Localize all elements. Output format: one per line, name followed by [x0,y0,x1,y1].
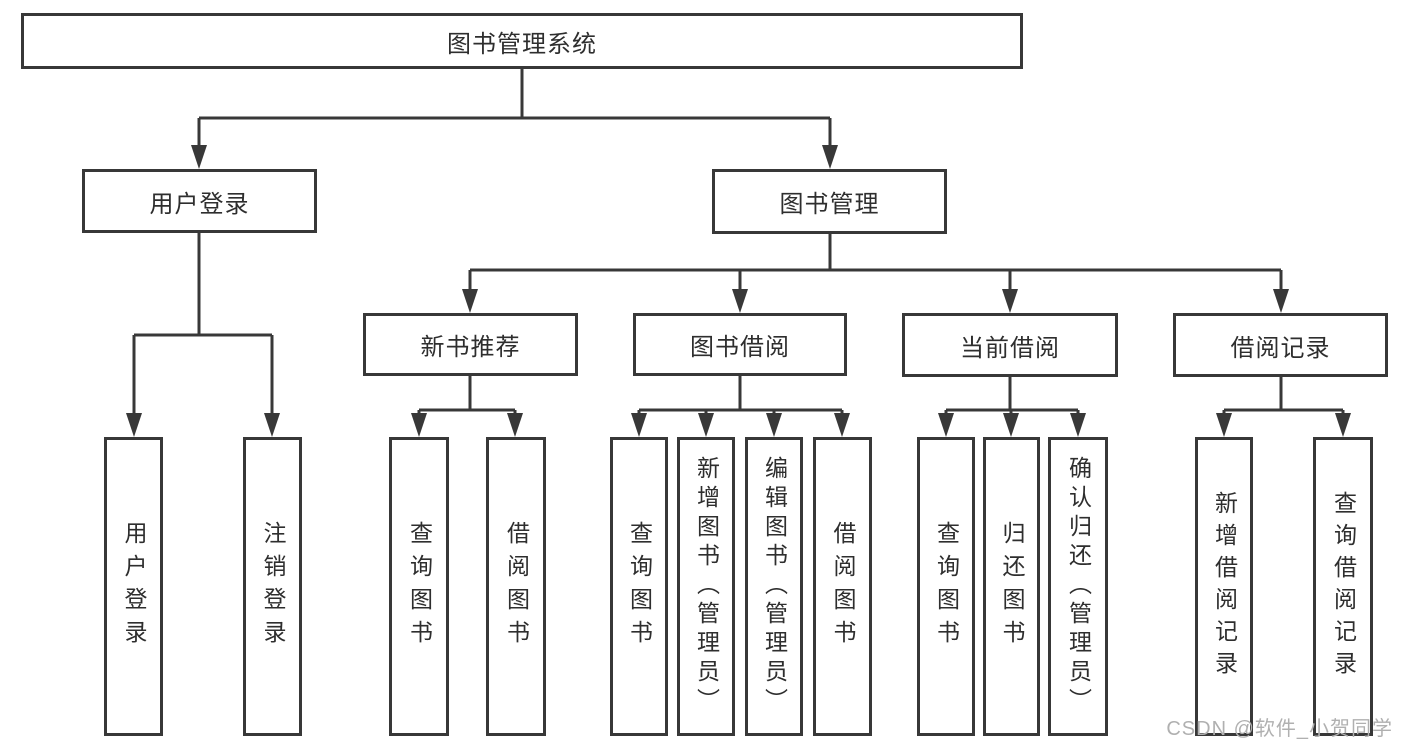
node-book-borrow: 图书借阅 [633,313,847,376]
leaf-query-books-3: 查询图书 [917,437,975,736]
leaf-label: 借阅图书 [503,520,530,653]
leaf-borrow-books-2: 借阅图书 [813,437,872,736]
leaf-label: 查询借阅记录 [1330,490,1357,683]
leaf-confirm-return-admin: 确认归还（管理员） [1048,437,1108,736]
node-label: 用户登录 [149,190,250,218]
node-current-borrow: 当前借阅 [902,313,1118,377]
leaf-label: 查询图书 [626,520,653,653]
leaf-logout: 注销登录 [243,437,302,736]
node-label: 图书管理系统 [447,30,597,58]
node-new-book-recommend: 新书推荐 [363,313,578,376]
leaf-label: 注销登录 [260,520,286,653]
arrowheads [126,145,1351,437]
leaf-label: 借阅图书 [830,520,856,653]
leaf-return-book: 归还图书 [983,437,1040,736]
node-label: 新书推荐 [420,334,521,361]
node-book-management: 图书管理 [712,169,947,234]
leaf-label: 归还图书 [999,520,1025,653]
leaf-add-book-admin: 新增图书（管理员） [677,437,735,736]
leaf-edit-book-admin: 编辑图书（管理员） [745,437,803,736]
leaf-label: 查询图书 [406,520,433,653]
leaf-label: 新增图书（管理员） [693,456,720,717]
leaf-label: 确认归还（管理员） [1065,456,1092,717]
node-label: 图书管理 [779,191,880,218]
leaf-label: 新增借阅记录 [1211,490,1238,683]
leaf-label: 编辑图书（管理员） [761,456,788,717]
leaf-label: 用户登录 [121,520,147,653]
node-borrow-records: 借阅记录 [1173,313,1388,377]
leaf-query-books-1: 查询图书 [389,437,449,736]
leaf-borrow-books-1: 借阅图书 [486,437,546,736]
node-label: 借阅记录 [1230,334,1331,362]
node-label: 图书借阅 [690,334,790,361]
leaf-add-borrow-record: 新增借阅记录 [1195,437,1253,736]
node-system-root: 图书管理系统 [21,13,1023,69]
leaf-query-borrow-record: 查询借阅记录 [1313,437,1373,736]
leaf-label: 查询图书 [933,520,960,653]
node-user-login: 用户登录 [82,169,317,233]
leaf-user-login: 用户登录 [104,437,163,736]
leaf-query-books-2: 查询图书 [610,437,668,736]
node-label: 当前借阅 [960,334,1060,362]
